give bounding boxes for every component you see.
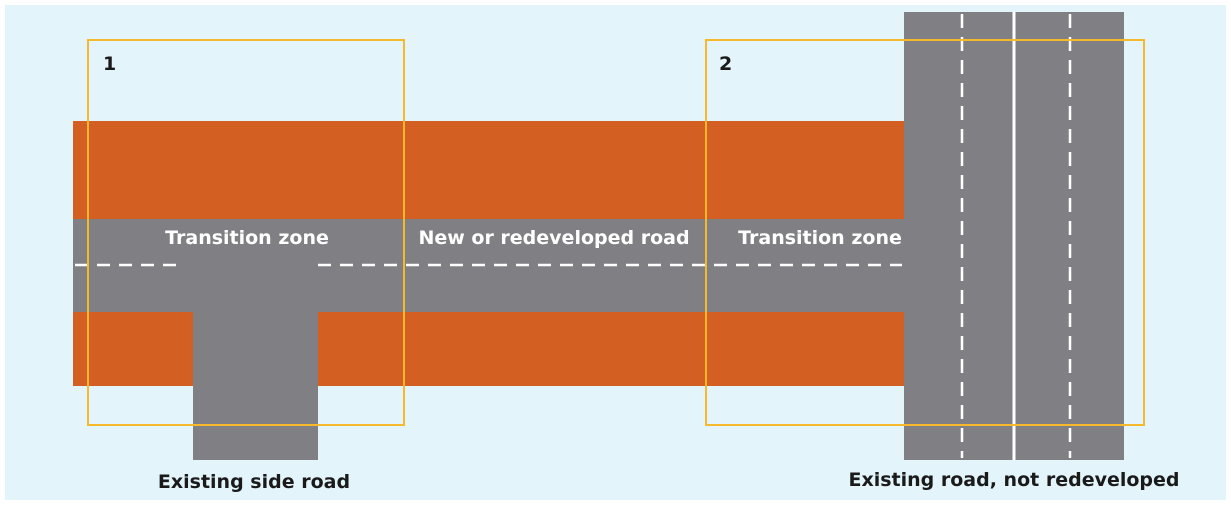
zone-1-number: 1 [103,53,116,75]
existing-side-road [193,312,318,460]
side-road-caption: Existing side road [158,471,350,493]
zone-2-number: 2 [719,53,732,75]
new-road-label: New or redeveloped road [418,227,689,249]
development-strip-top [73,121,906,219]
transition-zone-1-label: Transition zone [165,227,329,249]
existing-road-caption: Existing road, not redeveloped [848,469,1179,491]
transition-zone-1-outline [87,39,405,426]
transition-zone-2-label: Transition zone [738,227,902,249]
transition-zone-2-outline [705,39,1145,426]
